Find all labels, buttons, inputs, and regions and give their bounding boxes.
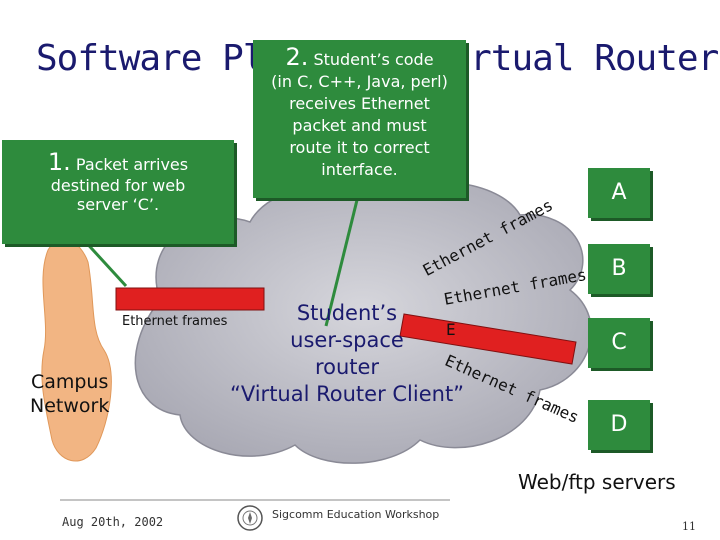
callout-1-number: 1. xyxy=(47,148,71,176)
callout-packet-arrives: 1. Packet arrives destined for web serve… xyxy=(2,140,234,244)
server-d: D xyxy=(588,400,650,450)
callout-1-line2: destined for web xyxy=(50,176,186,195)
campus-network-label: Campus Network xyxy=(30,370,109,418)
virtual-router-label: Student’s user-space router “Virtual Rou… xyxy=(212,300,482,408)
packet-bar-right xyxy=(399,313,577,365)
ethernet-frames-label-left: Ethernet frames xyxy=(122,314,228,329)
server-a: A xyxy=(588,168,650,218)
callout-1-line1: Packet arrives xyxy=(75,155,189,174)
web-ftp-servers-caption: Web/ftp servers xyxy=(518,470,676,494)
router-line1: Student’s xyxy=(296,301,398,325)
server-c: C xyxy=(588,318,650,368)
callout-1-line3: server ‘C’. xyxy=(76,195,160,214)
campus-network-blob xyxy=(41,238,112,462)
router-line2: user-space xyxy=(290,328,404,352)
campus-label-line2: Network xyxy=(30,395,110,417)
campus-label-line1: Campus xyxy=(30,371,109,393)
callout-2-line4: packet and must xyxy=(292,116,427,135)
router-line4: “Virtual Router Client” xyxy=(229,382,465,406)
callout-2-line1: Student’s code xyxy=(313,50,434,69)
footer-rule xyxy=(60,499,450,501)
footer-workshop: Sigcomm Education Workshop xyxy=(272,508,440,521)
server-b: B xyxy=(588,244,650,294)
ethernet-frames-label-c-partial: E xyxy=(446,320,456,339)
callout-2-line6: interface. xyxy=(321,160,398,179)
callout-2-number: 2. xyxy=(285,43,309,71)
callout-2-pointer xyxy=(324,195,360,327)
callout-2-line3: receives Ethernet xyxy=(289,94,430,113)
packet-bar-left xyxy=(115,287,265,311)
callout-1-pointer xyxy=(80,236,128,288)
callout-2-line2: (in C, C++, Java, perl) xyxy=(271,72,448,91)
university-seal-icon xyxy=(237,505,263,531)
callout-students-code: 2. Student’s code (in C, C++, Java, perl… xyxy=(253,40,466,198)
footer-date: Aug 20th, 2002 xyxy=(62,515,164,529)
page-number: 11 xyxy=(682,520,696,533)
router-line3: router xyxy=(314,355,380,379)
callout-2-line5: route it to correct xyxy=(289,138,430,157)
